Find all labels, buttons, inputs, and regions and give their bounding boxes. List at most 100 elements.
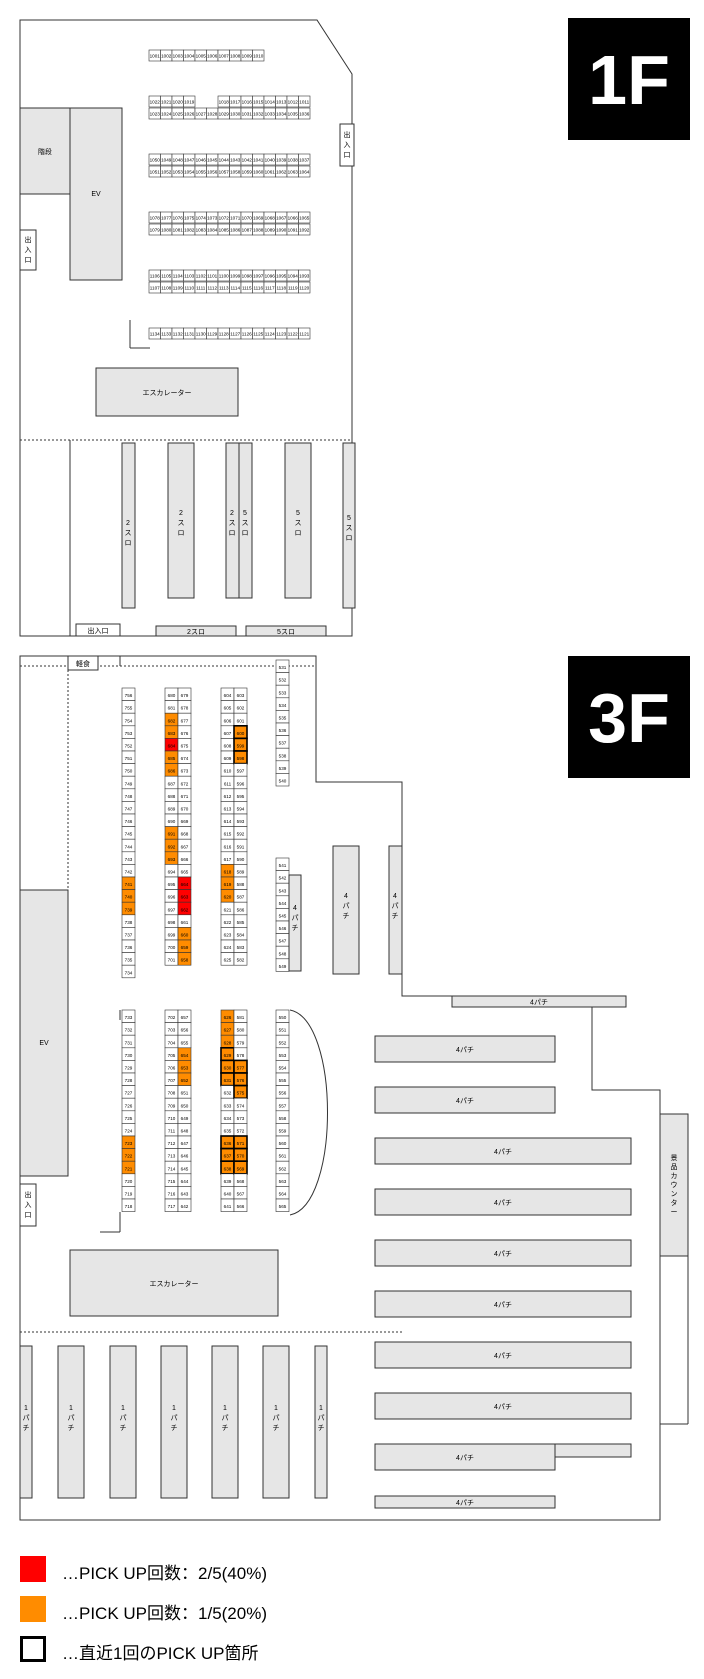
machine-cell[interactable]: 600 (233, 724, 248, 740)
machine-cell[interactable]: 588 (233, 876, 248, 890)
machine-cell[interactable]: 1089 (263, 223, 276, 236)
machine-cell[interactable]: 557 (275, 1097, 290, 1112)
machine-cell[interactable]: 1123 (275, 327, 288, 340)
machine-cell[interactable]: 638 (220, 1160, 235, 1175)
machine-cell[interactable]: 595 (233, 788, 248, 802)
machine-cell[interactable]: 621 (220, 901, 235, 916)
machine-cell[interactable]: 562 (275, 1160, 290, 1175)
machine-cell[interactable]: 629 (220, 1047, 235, 1062)
machine-cell[interactable]: 1060 (252, 165, 265, 178)
machine-cell[interactable]: 604 (220, 687, 235, 701)
machine-cell[interactable]: 755 (121, 700, 136, 714)
machine-cell[interactable]: 545 (275, 908, 290, 922)
machine-cell[interactable]: 674 (177, 750, 192, 764)
machine-cell[interactable]: 731 (121, 1034, 136, 1049)
machine-cell[interactable]: 1082 (183, 223, 196, 236)
machine-cell[interactable]: 1010 (252, 49, 265, 62)
machine-cell[interactable]: 1008 (229, 49, 242, 62)
machine-cell[interactable]: 676 (177, 725, 192, 739)
machine-cell[interactable]: 591 (233, 838, 248, 853)
machine-cell[interactable]: 566 (233, 1198, 248, 1212)
machine-cell[interactable]: 1037 (298, 153, 311, 166)
machine-cell[interactable]: 1107 (148, 281, 161, 294)
machine-cell[interactable]: 722 (121, 1148, 136, 1162)
machine-cell[interactable]: 571 (233, 1135, 248, 1150)
machine-cell[interactable]: 538 (275, 747, 290, 762)
machine-cell[interactable]: 1116 (252, 281, 265, 294)
machine-cell[interactable]: 1096 (263, 269, 276, 282)
machine-cell[interactable]: 690 (164, 813, 179, 827)
machine-cell[interactable]: 552 (275, 1034, 290, 1049)
machine-cell[interactable]: 711 (164, 1123, 179, 1137)
machine-cell[interactable]: 725 (121, 1110, 136, 1124)
machine-cell[interactable]: 657 (177, 1009, 192, 1023)
machine-cell[interactable]: 1102 (194, 269, 207, 282)
machine-cell[interactable]: 1040 (263, 153, 276, 166)
machine-cell[interactable]: 1134 (148, 327, 161, 340)
machine-cell[interactable]: 1058 (229, 165, 242, 178)
machine-cell[interactable]: 1103 (183, 269, 196, 282)
machine-cell[interactable]: 748 (121, 788, 136, 802)
machine-cell[interactable]: 636 (220, 1135, 235, 1150)
machine-cell[interactable]: 640 (220, 1186, 235, 1200)
machine-cell[interactable]: 734 (121, 964, 136, 979)
machine-cell[interactable]: 564 (275, 1186, 290, 1200)
machine-cell[interactable]: 702 (164, 1009, 179, 1023)
machine-cell[interactable]: 683 (164, 725, 179, 739)
machine-cell[interactable]: 631 (220, 1072, 235, 1087)
machine-cell[interactable]: 1011 (298, 95, 311, 108)
machine-cell[interactable]: 1086 (229, 223, 242, 236)
machine-cell[interactable]: 1081 (171, 223, 184, 236)
machine-cell[interactable]: 728 (121, 1072, 136, 1086)
machine-cell[interactable]: 619 (220, 876, 235, 890)
machine-cell[interactable]: 743 (121, 851, 136, 865)
machine-cell[interactable]: 1012 (286, 95, 299, 108)
machine-cell[interactable]: 684 (164, 738, 179, 752)
machine-cell[interactable]: 1117 (263, 281, 276, 294)
machine-cell[interactable]: 1065 (298, 211, 311, 224)
machine-cell[interactable]: 578 (233, 1047, 248, 1061)
machine-cell[interactable]: 616 (220, 838, 235, 853)
machine-cell[interactable]: 565 (275, 1198, 290, 1212)
machine-cell[interactable]: 699 (164, 927, 179, 941)
machine-cell[interactable]: 632 (220, 1085, 235, 1099)
machine-cell[interactable]: 630 (220, 1059, 235, 1074)
machine-cell[interactable]: 747 (121, 801, 136, 815)
machine-cell[interactable]: 603 (233, 687, 248, 701)
machine-cell[interactable]: 1114 (229, 281, 242, 294)
machine-cell[interactable]: 551 (275, 1022, 290, 1036)
machine-cell[interactable]: 1097 (252, 269, 265, 282)
machine-cell[interactable]: 1029 (217, 107, 230, 120)
machine-cell[interactable]: 554 (275, 1060, 290, 1074)
machine-cell[interactable]: 582 (233, 952, 248, 966)
machine-cell[interactable]: 541 (275, 857, 290, 871)
machine-cell[interactable]: 713 (164, 1148, 179, 1162)
machine-cell[interactable]: 1057 (217, 165, 230, 178)
machine-cell[interactable]: 688 (164, 788, 179, 802)
machine-cell[interactable]: 668 (177, 826, 192, 840)
machine-cell[interactable]: 1051 (148, 165, 161, 178)
machine-cell[interactable]: 696 (164, 889, 179, 903)
machine-cell[interactable]: 686 (164, 763, 179, 777)
machine-cell[interactable]: 646 (177, 1148, 192, 1162)
machine-cell[interactable]: 1047 (183, 153, 196, 166)
machine-cell[interactable]: 1020 (171, 95, 184, 108)
machine-cell[interactable]: 718 (121, 1198, 136, 1212)
machine-cell[interactable]: 649 (177, 1110, 192, 1124)
machine-cell[interactable]: 643 (177, 1186, 192, 1200)
machine-cell[interactable]: 625 (220, 952, 235, 966)
machine-cell[interactable]: 1033 (263, 107, 276, 120)
machine-cell[interactable]: 584 (233, 927, 248, 941)
machine-cell[interactable]: 559 (275, 1123, 290, 1137)
machine-cell[interactable]: 1031 (240, 107, 253, 120)
machine-cell[interactable]: 1021 (160, 95, 173, 108)
machine-cell[interactable]: 534 (275, 697, 290, 711)
machine-cell[interactable]: 1049 (160, 153, 173, 166)
machine-cell[interactable]: 1032 (252, 107, 265, 120)
machine-cell[interactable]: 1062 (275, 165, 288, 178)
machine-cell[interactable]: 1079 (148, 223, 161, 236)
machine-cell[interactable]: 537 (275, 735, 290, 749)
machine-cell[interactable]: 1046 (194, 153, 207, 166)
machine-cell[interactable]: 624 (220, 939, 235, 953)
machine-cell[interactable]: 675 (177, 738, 192, 752)
